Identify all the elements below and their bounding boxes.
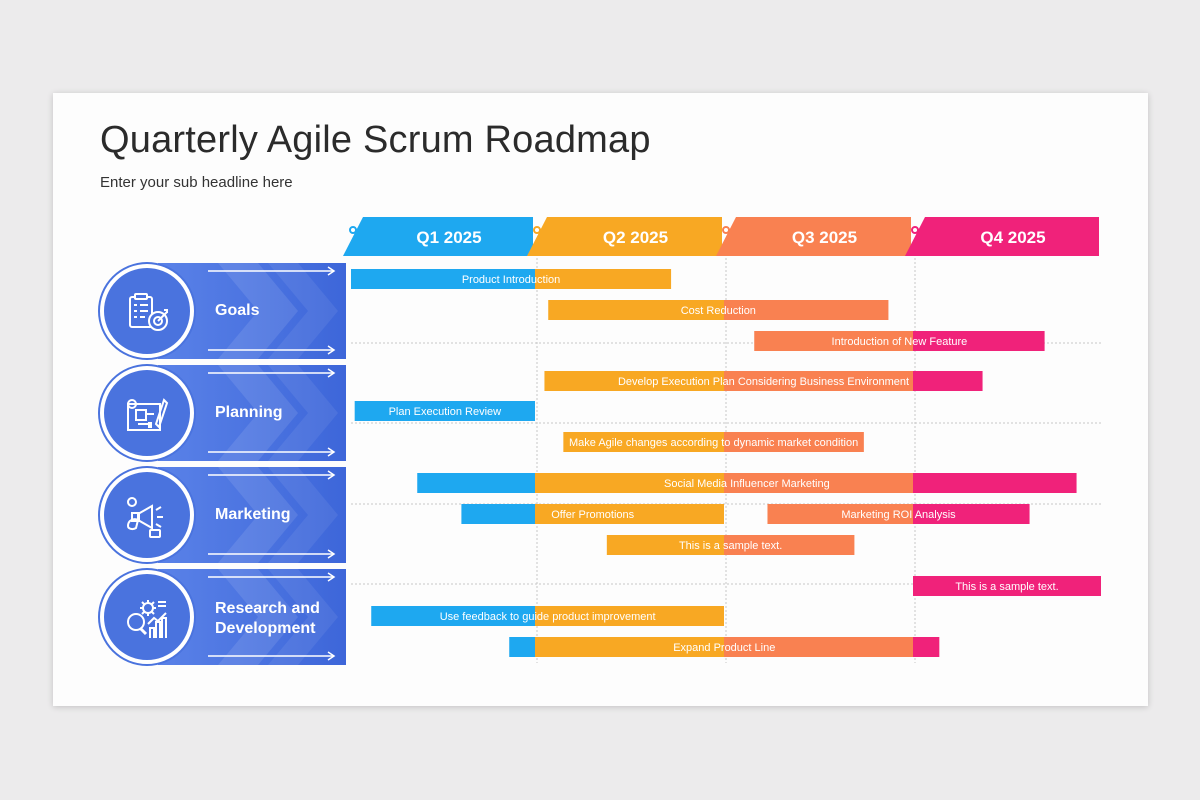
task-label: Cost Reduction — [681, 305, 756, 317]
task-bar-segment — [606, 535, 724, 555]
blueprint-icon — [127, 398, 169, 431]
task-bar-segment — [913, 504, 1030, 524]
quarter-label: Q3 2025 — [792, 228, 857, 247]
task-bar-segment — [535, 504, 724, 524]
task-bar-segment — [371, 606, 535, 626]
row-icon-circle — [100, 570, 194, 664]
task-bar-segment — [913, 371, 983, 391]
task-bar-segment — [767, 504, 913, 524]
task-bar: Use feedback to guide product improvemen… — [371, 606, 724, 626]
task-label: Introduction of New Feature — [832, 336, 968, 348]
task-bar-segment — [535, 637, 724, 657]
quarter-header-2: Q2 2025 — [527, 217, 722, 256]
task-label: This is a sample text. — [955, 581, 1058, 593]
task-bar: Expand Product Line — [509, 637, 940, 657]
task-bar: Product Introduction — [351, 269, 672, 289]
quarter-dot — [722, 226, 730, 234]
task-bar-segment — [509, 637, 535, 657]
task-label: This is a sample text. — [679, 540, 782, 552]
task-bar: Make Agile changes according to dynamic … — [563, 432, 864, 452]
task-bar-segment — [417, 473, 535, 493]
quarter-header-4: Q4 2025 — [905, 217, 1099, 256]
task-bar-segment — [724, 473, 913, 493]
task-bar-segment — [913, 637, 940, 657]
quarter-dot — [911, 226, 919, 234]
quarter-header-bg — [716, 217, 911, 256]
task-bar-segment — [535, 269, 672, 289]
task-bar-segment — [563, 432, 724, 452]
task-bar-segment — [535, 473, 724, 493]
task-bar-segment — [754, 331, 913, 351]
quarter-header-bg — [343, 217, 533, 256]
slide: Quarterly Agile Scrum Roadmap Enter your… — [53, 93, 1148, 706]
quarter-header-3: Q3 2025 — [716, 217, 911, 256]
page-title: Quarterly Agile Scrum Roadmap — [100, 119, 651, 161]
task-bar-segment — [354, 401, 535, 421]
task-bar-segment — [535, 606, 724, 626]
task-bar-segment — [461, 504, 535, 524]
task-bar-segment — [544, 371, 724, 391]
row-banner — [158, 467, 346, 563]
page-subtitle: Enter your sub headline here — [100, 174, 293, 191]
quarter-header-1: Q1 2025 — [343, 217, 533, 256]
task-bar-segment — [724, 535, 855, 555]
task-bar-segment — [913, 576, 1101, 596]
quarter-label: Q1 2025 — [416, 228, 481, 247]
banner-decoration — [208, 467, 338, 563]
task-bar-segment — [548, 300, 724, 320]
quarter-dot — [349, 226, 357, 234]
banner-decoration — [208, 569, 338, 665]
task-label: Develop Execution Plan Considering Busin… — [618, 376, 909, 388]
task-bar: Introduction of New Feature — [754, 331, 1045, 351]
megaphone-icon — [126, 497, 163, 538]
task-bar-segment — [351, 269, 535, 289]
task-bar-segment — [724, 300, 889, 320]
banner-decoration — [208, 365, 338, 461]
task-bar: This is a sample text. — [606, 535, 855, 555]
row-label: Marketing — [215, 506, 291, 523]
quarter-label: Q2 2025 — [603, 228, 668, 247]
task-label: Make Agile changes according to dynamic … — [569, 437, 858, 449]
task-label: Marketing ROI Analysis — [841, 509, 956, 521]
task-label: Offer Promotions — [551, 509, 634, 521]
task-bar-segment — [724, 637, 913, 657]
task-bar-segment — [913, 473, 1077, 493]
task-label: Social Media Influencer Marketing — [664, 478, 830, 490]
task-label: Product Introduction — [462, 274, 560, 286]
task-bar-segment — [724, 371, 913, 391]
quarter-label: Q4 2025 — [980, 228, 1045, 247]
row-label-line: Development — [215, 620, 316, 637]
task-bar: Offer Promotions — [461, 504, 724, 524]
gear-chart-icon — [127, 600, 167, 638]
task-bar: Develop Execution Plan Considering Busin… — [544, 371, 983, 391]
row-label-line: Research and — [215, 600, 320, 617]
banner-decoration — [208, 263, 338, 359]
task-bar: This is a sample text. — [913, 576, 1101, 596]
row-label: Planning — [215, 404, 283, 421]
task-bar-segment — [913, 331, 1045, 351]
quarter-header-bg — [905, 217, 1099, 256]
task-bar: Cost Reduction — [548, 300, 889, 320]
quarter-dot — [533, 226, 541, 234]
row-label: Goals — [215, 302, 260, 319]
task-bar: Marketing ROI Analysis — [767, 504, 1030, 524]
task-label: Use feedback to guide product improvemen… — [440, 611, 656, 623]
row-icon-circle — [100, 366, 194, 460]
quarter-header-bg — [527, 217, 722, 256]
row-icon-circle — [100, 264, 194, 358]
row-icon-circle — [100, 468, 194, 562]
task-bar: Plan Execution Review — [354, 401, 535, 421]
task-label: Expand Product Line — [673, 642, 775, 654]
task-bar: Social Media Influencer Marketing — [417, 473, 1077, 493]
task-bar-segment — [724, 432, 864, 452]
task-label: Plan Execution Review — [389, 406, 502, 418]
checklist-target-icon — [129, 293, 168, 331]
